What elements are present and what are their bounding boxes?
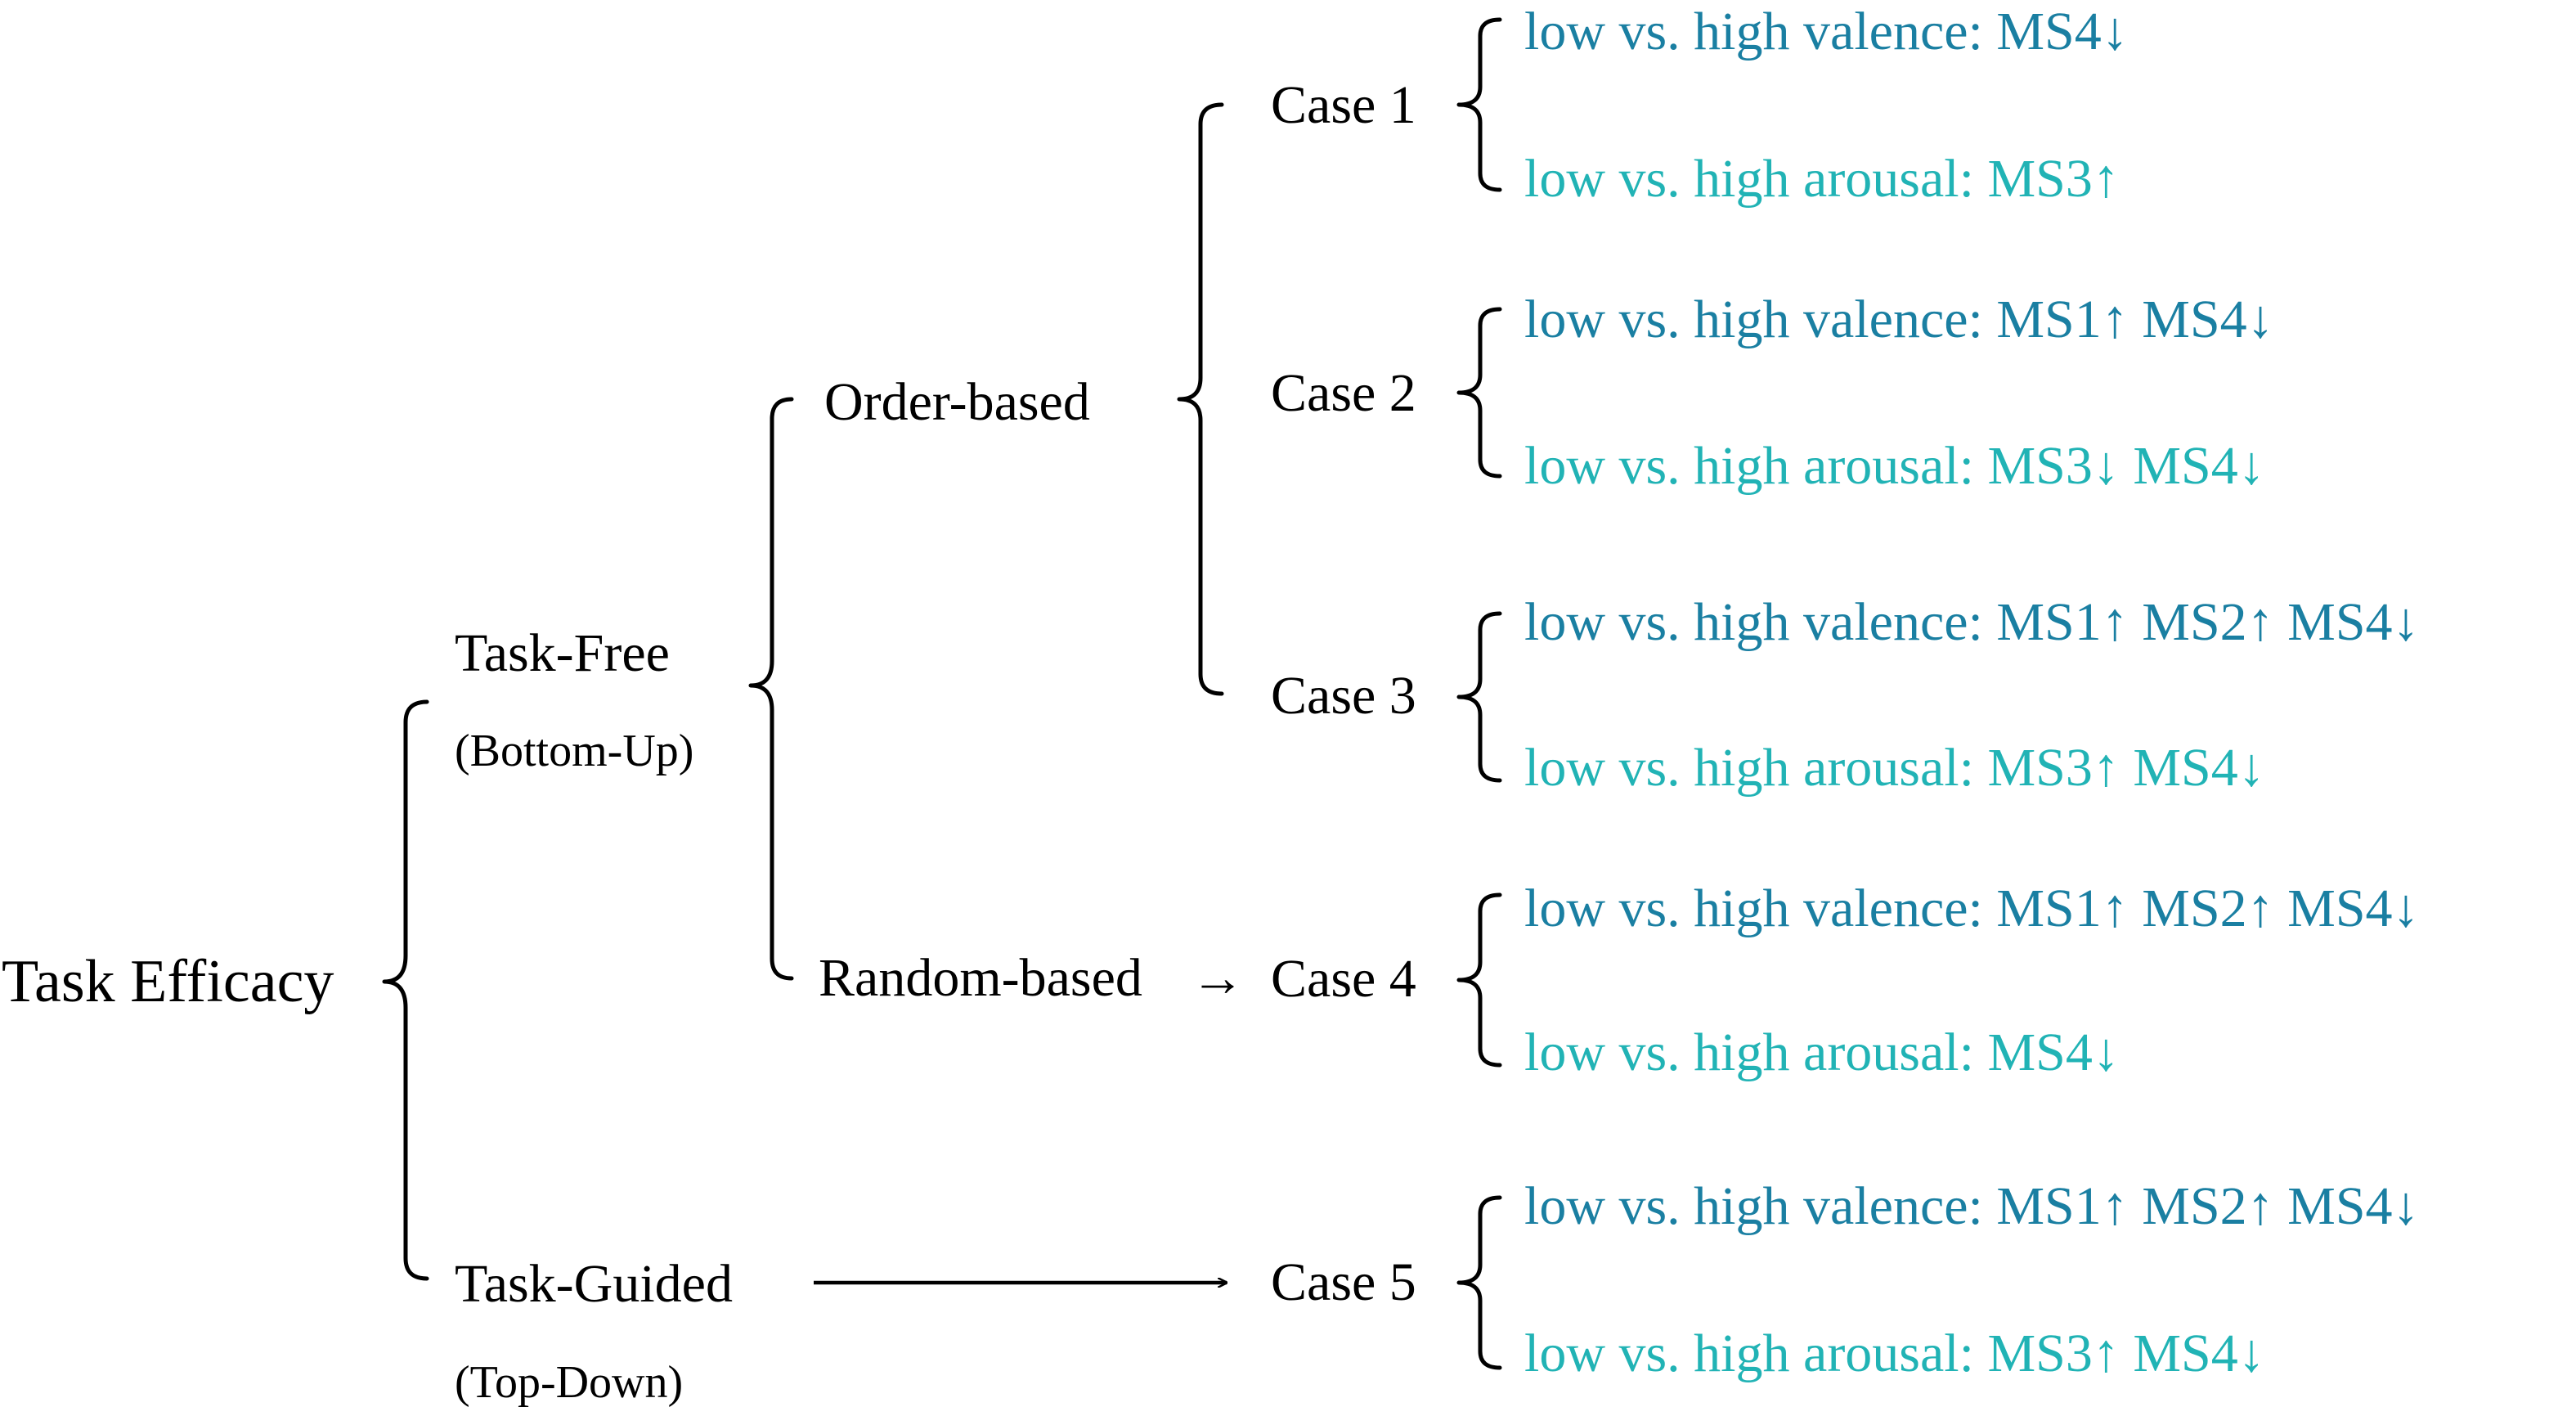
case-2-label: Case 2 xyxy=(1271,363,1416,423)
task-free-label: Task-Free xyxy=(455,623,670,683)
case-1-arousal-result: low vs. high arousal: MS3↑ xyxy=(1524,149,2120,209)
case-3-arousal-result: low vs. high arousal: MS3↑ MS4↓ xyxy=(1524,738,2265,798)
brace-case-2 xyxy=(1456,307,1502,479)
case-3-label: Case 3 xyxy=(1271,666,1416,726)
brace-case-4 xyxy=(1456,892,1502,1068)
case-4-valence-result: low vs. high valence: MS1↑ MS2↑ MS4↓ xyxy=(1524,879,2420,938)
case-4-arousal-result: low vs. high arousal: MS4↓ xyxy=(1524,1023,2120,1082)
brace-order-based xyxy=(1177,102,1224,696)
brace-case-1 xyxy=(1456,17,1502,192)
order-based-label: Order-based xyxy=(824,372,1090,432)
task-guided-sublabel: (Top-Down) xyxy=(455,1357,684,1408)
case-3-valence-result: low vs. high valence: MS1↑ MS2↑ MS4↓ xyxy=(1524,592,2420,652)
brace-case-3 xyxy=(1456,611,1502,783)
task-guided-label: Task-Guided xyxy=(455,1254,733,1314)
arrow-random-to-case-4: → xyxy=(1191,948,1245,1008)
random-based-label: Random-based xyxy=(819,948,1142,1008)
task-free-sublabel: (Bottom-Up) xyxy=(455,726,694,776)
case-1-valence-result: low vs. high valence: MS4↓ xyxy=(1524,2,2129,61)
root-node-label: Task Efficacy xyxy=(2,948,334,1015)
brace-root xyxy=(382,699,429,1281)
case-5-label: Case 5 xyxy=(1271,1252,1416,1312)
case-1-label: Case 1 xyxy=(1271,75,1416,135)
brace-task-free xyxy=(748,397,794,981)
case-2-arousal-result: low vs. high arousal: MS3↓ MS4↓ xyxy=(1524,436,2265,496)
case-5-arousal-result: low vs. high arousal: MS3↑ MS4↓ xyxy=(1524,1324,2265,1383)
case-4-label: Case 4 xyxy=(1271,949,1416,1009)
brace-case-5 xyxy=(1456,1195,1502,1370)
case-2-valence-result: low vs. high valence: MS1↑ MS4↓ xyxy=(1524,290,2274,349)
case-5-valence-result: low vs. high valence: MS1↑ MS2↑ MS4↓ xyxy=(1524,1176,2420,1236)
